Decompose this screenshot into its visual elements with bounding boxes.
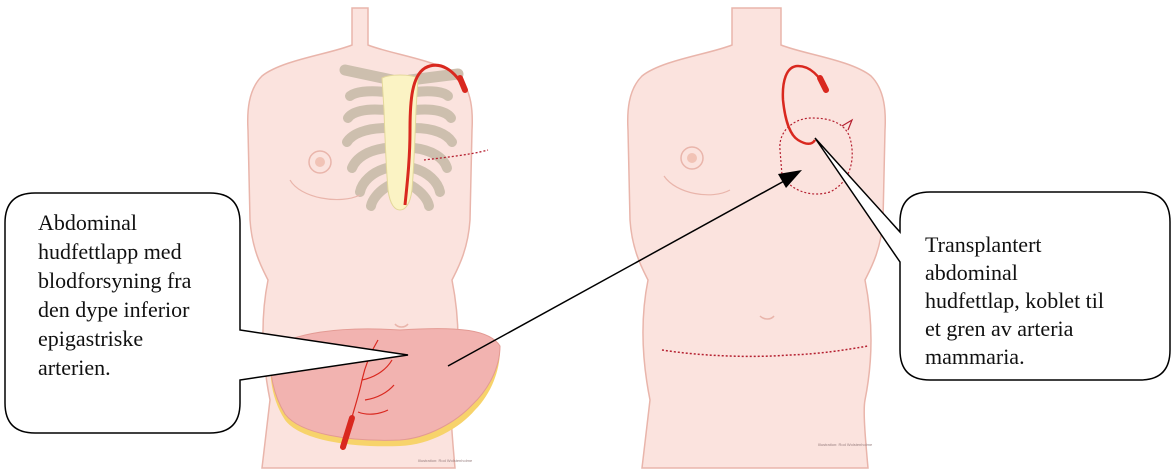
right-callout-line-2: abdominal xyxy=(925,260,1018,285)
right-callout-line-4: et gren av arteria xyxy=(925,316,1074,341)
right-torso: Illustration: Rod Wolstenholme xyxy=(628,8,886,468)
left-nipple xyxy=(315,157,325,167)
right-callout-line-5: mammaria. xyxy=(925,344,1025,369)
right-credit: Illustration: Rod Wolstenholme xyxy=(818,442,873,447)
left-callout-line-4: den dype inferior xyxy=(38,297,190,322)
right-callout-line-1: Transplantert xyxy=(925,232,1042,257)
right-callout-line-3: hudfettlap, koblet til xyxy=(925,288,1104,313)
left-credit: Illustration: Rod Wolstenholme xyxy=(418,458,473,463)
right-nipple xyxy=(687,153,697,163)
right-torso-body xyxy=(628,8,886,468)
left-callout-line-6: arterien. xyxy=(38,355,111,380)
left-torso: Illustration: Rod Wolstenholme xyxy=(248,8,500,468)
left-callout-line-3: blodforsyning fra xyxy=(38,268,192,293)
left-callout-line-1: Abdominal xyxy=(38,210,137,235)
left-callout-line-5: epigastriske xyxy=(38,326,143,351)
left-callout-line-2: hudfettlapp med xyxy=(38,239,182,264)
